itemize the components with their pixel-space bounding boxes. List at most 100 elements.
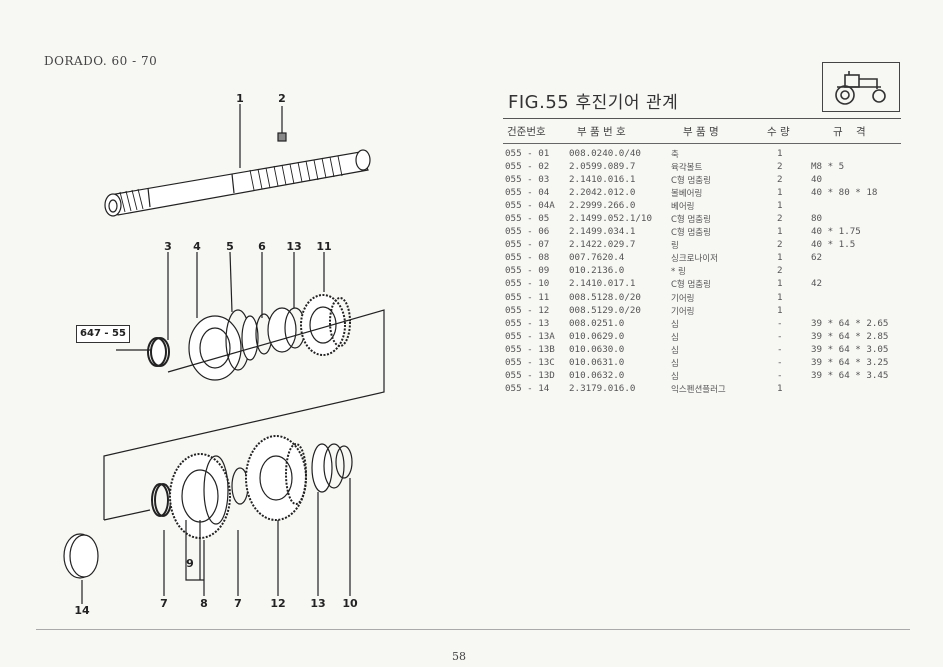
cell-part: 008.5129.0/20 <box>569 304 641 316</box>
cell-spec: 39 * 64 * 3.45 <box>811 369 889 381</box>
cell-no: 055 - 03 <box>505 174 550 186</box>
cell-qty: 2 <box>777 239 783 251</box>
callout-label: 11 <box>316 240 332 253</box>
cell-name: 심 <box>671 371 679 382</box>
cell-part: 010.0632.0 <box>569 369 625 381</box>
cell-qty: - <box>777 343 783 355</box>
cell-qty: - <box>777 330 783 342</box>
cell-no: 055 - 11 <box>505 291 550 303</box>
callout-label: 7 <box>234 597 242 610</box>
cell-part: 2.1422.029.7 <box>569 239 636 251</box>
cell-no: 055 - 05 <box>505 213 550 225</box>
cell-no: 055 - 04 <box>505 187 550 199</box>
callout-label: 10 <box>342 597 358 610</box>
cell-part: 2.2042.012.0 <box>569 187 636 199</box>
callout-label: 12 <box>270 597 286 610</box>
cell-part: 2.1410.016.1 <box>569 174 636 186</box>
parts-table-header: 건준번호 부 품 번 호 부 품 명 수 량 규 격 <box>503 118 901 144</box>
callout-label: 9 <box>186 557 194 570</box>
cell-name: 육각볼트 <box>671 163 703 174</box>
model-label: DORADO. 60 - 70 <box>44 54 158 68</box>
cell-name: 심 <box>671 332 679 343</box>
figure-title: FIG.55 후진기어 관계 <box>508 88 678 113</box>
cell-spec: M8 * 5 <box>811 161 845 173</box>
column-header: 수 량 <box>767 126 790 138</box>
cell-part: 2.0599.089.7 <box>569 161 636 173</box>
cell-qty: - <box>777 369 783 381</box>
callout-label: 14 <box>74 604 90 617</box>
cell-no: 055 - 14 <box>505 382 550 394</box>
column-header: 건준번호 <box>507 126 546 138</box>
cell-part: 010.0631.0 <box>569 356 625 368</box>
cell-no: 055 - 08 <box>505 252 550 264</box>
cell-spec: 42 <box>811 278 823 290</box>
cell-no: 055 - 10 <box>505 278 550 290</box>
callout-label: 1 <box>236 92 244 105</box>
cell-name: 익스펜션플러그 <box>671 384 726 395</box>
cell-part: 010.0630.0 <box>569 343 625 355</box>
cell-qty: 1 <box>777 382 783 394</box>
cell-qty: - <box>777 356 783 368</box>
callout-label: 5 <box>226 240 234 253</box>
cell-part: 008.0251.0 <box>569 317 625 329</box>
cell-part: 008.5128.0/20 <box>569 291 641 303</box>
cell-name: 심 <box>671 319 679 330</box>
cell-name: 심 <box>671 345 679 356</box>
cell-no: 055 - 07 <box>505 239 550 251</box>
cell-part: 2.1410.017.1 <box>569 278 636 290</box>
tractor-logo <box>822 62 900 112</box>
callout-label: 4 <box>193 240 201 253</box>
cell-no: 055 - 09 <box>505 265 550 277</box>
page-number: 58 <box>452 650 466 663</box>
cell-part: 008.0240.0/40 <box>569 148 641 159</box>
cell-qty: 1 <box>777 187 783 199</box>
callout-label: 13 <box>286 240 302 253</box>
cell-no: 055 - 04A <box>505 200 555 212</box>
cell-part: 010.2136.0 <box>569 265 625 277</box>
cell-no: 055 - 13B <box>505 343 555 355</box>
cell-qty: 2 <box>777 265 783 277</box>
cell-spec: 40 * 1.75 <box>811 226 861 238</box>
cell-qty: - <box>777 317 783 329</box>
callout-label: 8 <box>200 597 208 610</box>
cell-name: * 링 <box>671 267 686 278</box>
cell-spec: 62 <box>811 252 823 264</box>
callout-label: 6 <box>258 240 266 253</box>
callout-label: 7 <box>160 597 168 610</box>
bolt-part <box>277 132 287 142</box>
cell-no: 055 - 06 <box>505 226 550 238</box>
cell-spec: 39 * 64 * 2.65 <box>811 317 889 329</box>
cell-name: 베어링 <box>671 202 695 213</box>
cell-spec: 80 <box>811 213 823 225</box>
cell-qty: 1 <box>777 226 783 238</box>
cell-spec: 39 * 64 * 2.85 <box>811 330 889 342</box>
cell-name: C형 멈춤링 <box>671 280 711 291</box>
column-header: 부 품 명 <box>683 126 719 138</box>
cell-qty: 1 <box>777 252 783 264</box>
cell-name: 축 <box>671 150 679 160</box>
cell-name: 기어링 <box>671 306 695 317</box>
cell-part: 2.1499.052.1/10 <box>569 213 652 225</box>
cell-name: 링 <box>671 241 679 252</box>
cell-spec: 40 * 80 * 18 <box>811 187 878 199</box>
cell-no: 055 - 13D <box>505 369 555 381</box>
column-header: 부 품 번 호 <box>577 126 626 138</box>
cell-no: 055 - 13C <box>505 356 555 368</box>
cell-name: 심 <box>671 358 679 369</box>
cell-spec: 39 * 64 * 3.05 <box>811 343 889 355</box>
